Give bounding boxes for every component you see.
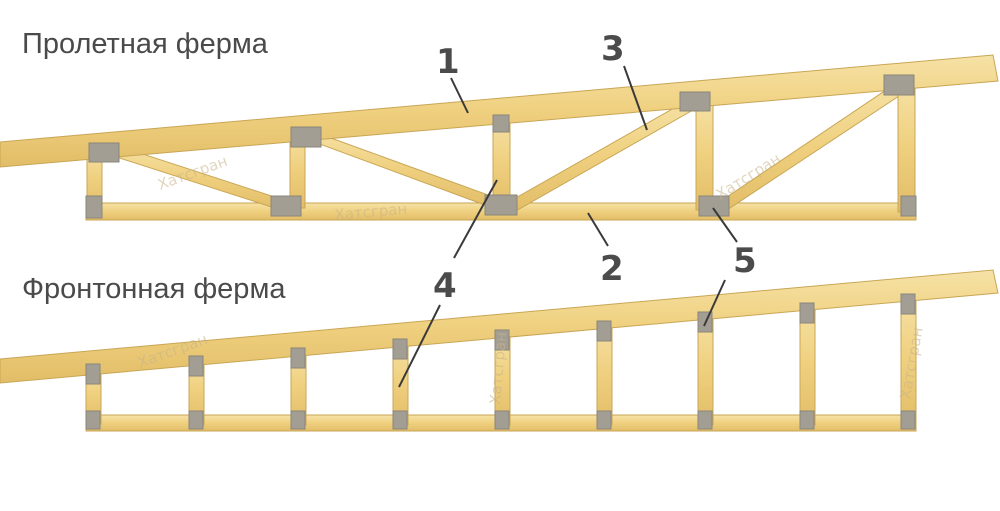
gusset-plate: [85, 363, 101, 385]
svg-text:1: 1: [436, 42, 460, 82]
gusset-plate: [188, 410, 204, 430]
gusset-plate: [900, 410, 916, 430]
gusset-plate: [799, 302, 815, 324]
gusset-plate: [290, 126, 322, 148]
callout-4: 4: [398, 179, 498, 388]
gusset-plate: [270, 195, 302, 217]
callout-3: 3: [601, 29, 648, 131]
gusset-plate: [290, 347, 306, 369]
svg-text:5: 5: [733, 241, 757, 281]
gable-truss-title: Фронтонная ферма: [22, 273, 286, 305]
gusset-plate: [698, 195, 730, 217]
diagonal-brace: [297, 128, 503, 209]
gusset-plate: [679, 91, 711, 112]
callout-2: 2: [587, 212, 624, 289]
gusset-plate: [900, 195, 917, 217]
gusset-plate: [596, 320, 612, 342]
gusset-plate: [492, 114, 510, 133]
gusset-plate: [883, 74, 915, 96]
gusset-plate: [494, 410, 510, 430]
gusset-plate: [392, 410, 408, 430]
gusset-plate: [188, 355, 204, 377]
svg-text:2: 2: [600, 249, 624, 289]
gusset-plate: [900, 293, 916, 315]
gusset-plate: [494, 329, 510, 351]
gusset-plate: [88, 142, 120, 163]
gusset-plate: [85, 410, 101, 430]
vertical-post: [897, 79, 916, 213]
span-truss: Хатсгран Хатсгран Хатсгран: [0, 54, 999, 224]
gusset-plate: [697, 410, 713, 430]
callout-5: 5: [703, 207, 757, 327]
callout-1: 1: [436, 42, 469, 114]
gusset-plate: [484, 194, 518, 216]
vertical-post: [695, 99, 714, 211]
gusset-plate: [290, 410, 306, 430]
span-truss-title: Пролетная ферма: [22, 28, 269, 60]
gusset-plate: [392, 338, 408, 360]
svg-text:4: 4: [433, 266, 457, 306]
gable-truss: Хатсгран Хатсгран Хатсгран: [0, 269, 999, 432]
top-chord: [0, 54, 999, 168]
svg-text:3: 3: [601, 29, 625, 69]
top-chord: [0, 269, 999, 384]
gusset-plate: [596, 410, 612, 430]
gusset-plate: [85, 195, 103, 219]
gusset-plate: [799, 410, 815, 430]
